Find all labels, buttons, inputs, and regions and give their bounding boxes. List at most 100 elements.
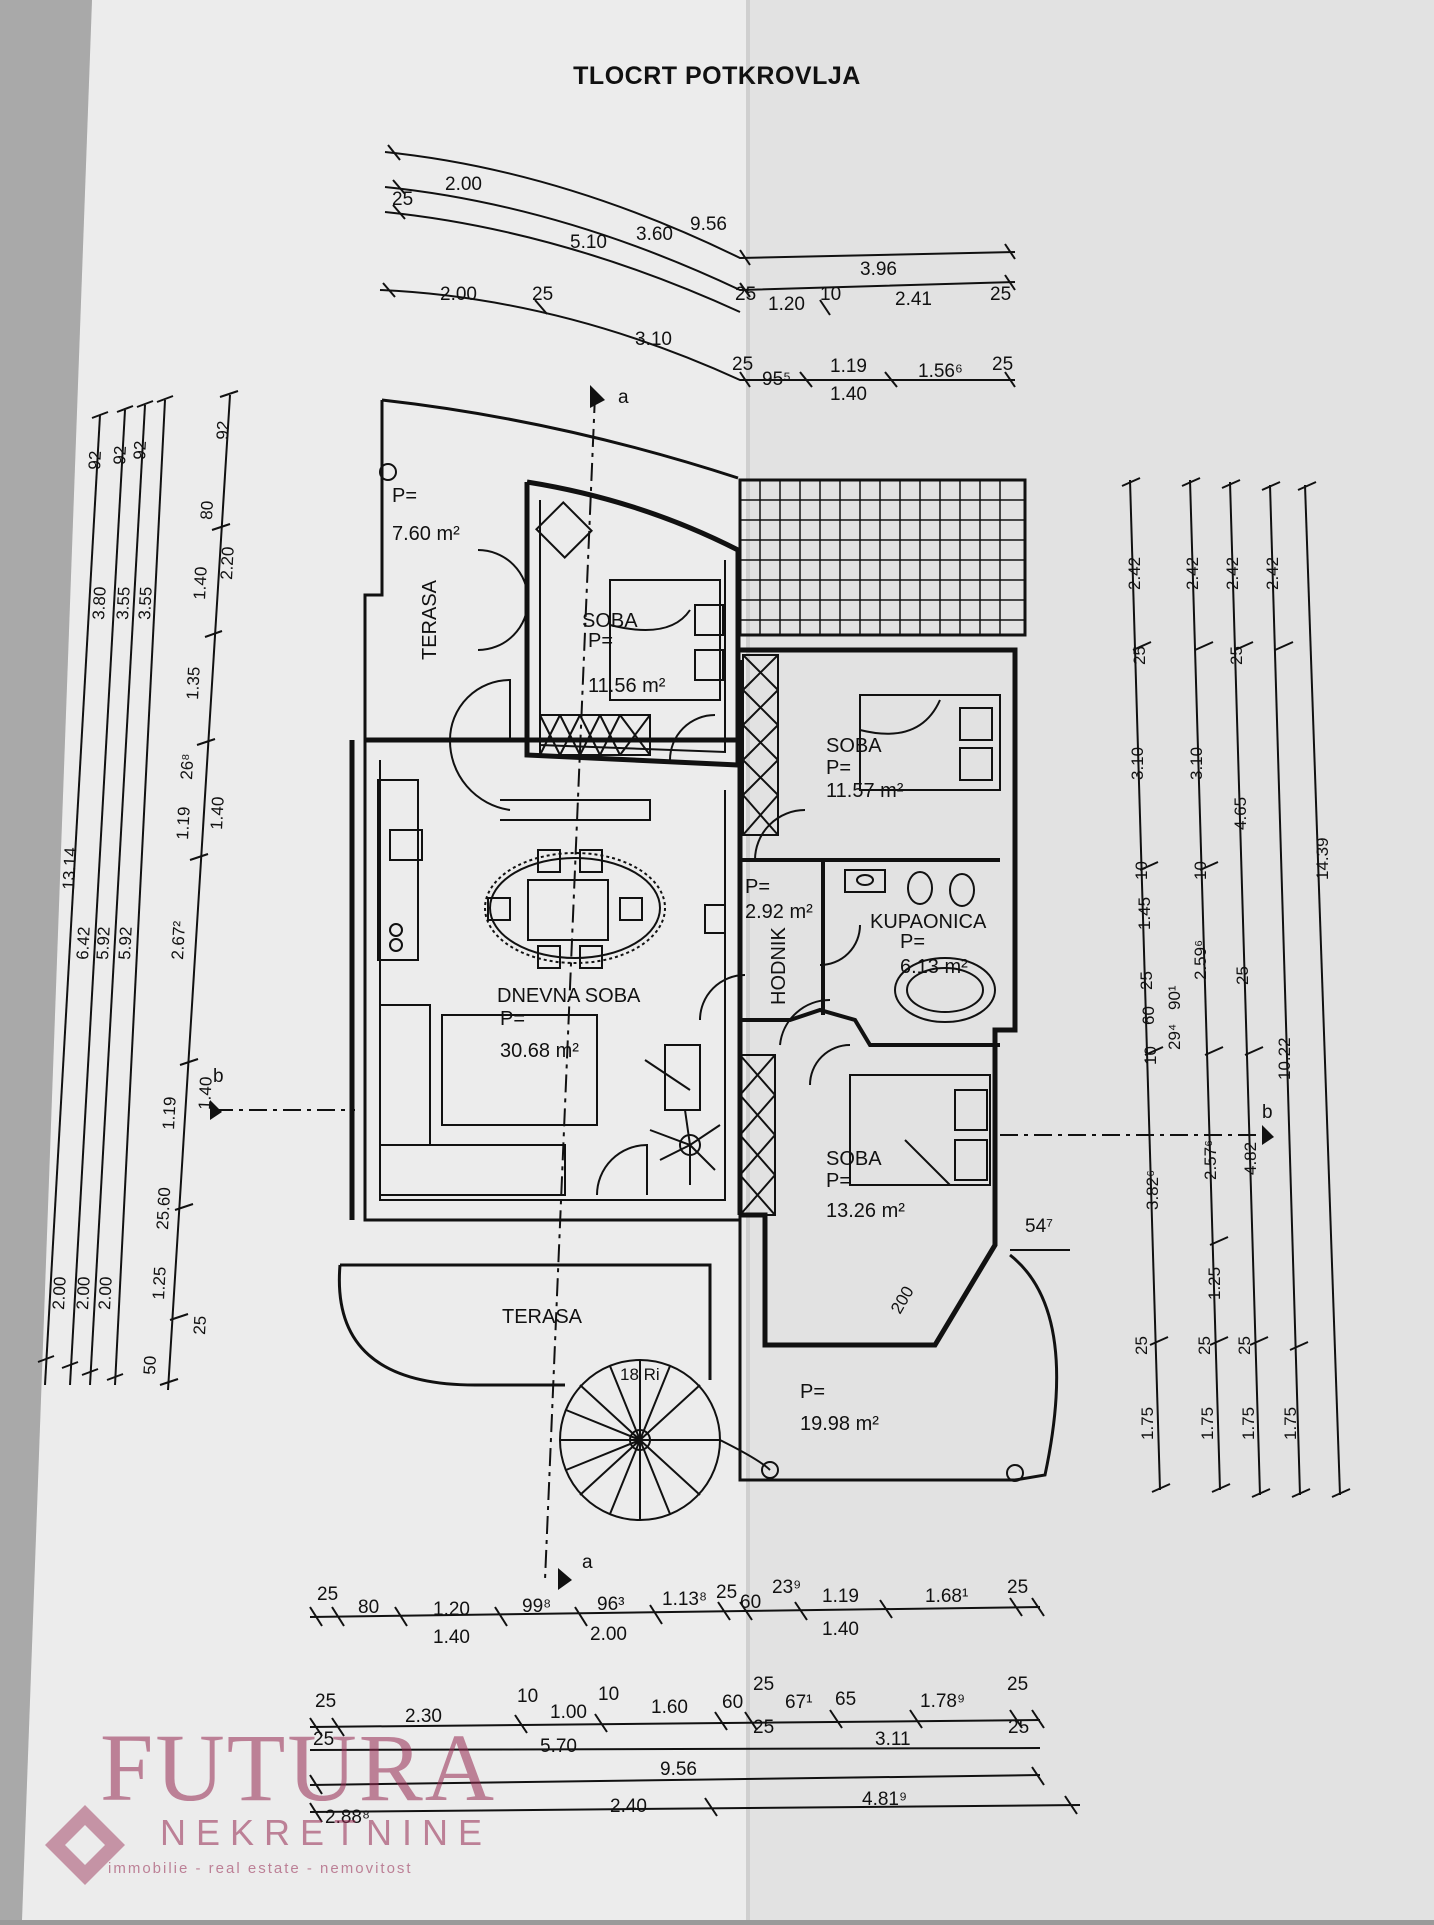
dim-top-17: 1.19 — [830, 356, 867, 377]
dim-bot-13: 1.40 — [433, 1627, 470, 1648]
dim-bot-20: 10 — [598, 1684, 619, 1705]
dim-left-c3-4: 2.00 — [95, 1276, 116, 1310]
dim-top-9: 25 — [735, 284, 756, 305]
soba2-p: P= — [826, 757, 851, 779]
soba2-label: SOBA — [826, 735, 882, 757]
dim-right-c1-4: 10 — [1132, 861, 1151, 880]
dim-bot-16: 25 — [315, 1691, 336, 1712]
dim-left-c2-2: 3.55 — [113, 586, 134, 620]
terasa-bottom-label: TERASA — [502, 1306, 583, 1328]
dim-top-18: 1.56⁶ — [918, 361, 963, 382]
dim-right-c3-1: 2.42 — [1223, 557, 1242, 590]
dim-top-12: 2.41 — [895, 289, 932, 310]
dim-bot-4: 99⁸ — [522, 1596, 551, 1617]
beds — [609, 579, 1001, 1186]
dim-top-16: 95⁵ — [762, 369, 791, 390]
living-furniture — [377, 779, 726, 1196]
dim-right-c4-3: 14.39 — [1313, 837, 1332, 880]
spiral-stairs — [379, 463, 1024, 1521]
dim-right-c1-5: 1.45 — [1135, 897, 1154, 930]
dim-left-c4-14: 50 — [140, 1355, 160, 1375]
dim-top-7: 2.00 — [440, 284, 477, 305]
dim-right-c1-6: 25 — [1137, 971, 1156, 990]
dim-bot-5: 96³ — [597, 1594, 624, 1615]
hodnik-p: P= — [745, 876, 770, 898]
dim-right-c5-1: 54⁷ — [1025, 1216, 1053, 1237]
dim-bot-2: 80 — [358, 1597, 379, 1618]
dim-left-c1-4: 13.14 — [59, 847, 80, 890]
dim-top-3: 3.60 — [636, 224, 673, 245]
dim-top-2: 25 — [392, 189, 413, 210]
dim-left-c1-2: 3.80 — [89, 586, 110, 620]
dim-top-19: 25 — [992, 354, 1013, 375]
doors — [448, 549, 861, 1196]
dim-right-c2-6: 1.25 — [1205, 1267, 1224, 1300]
dim-left-c1-5: 2.00 — [49, 1276, 70, 1310]
dim-top-13: 25 — [990, 284, 1011, 305]
dim-right-c2-2: 3.10 — [1187, 747, 1206, 780]
dim-bot-27: 25 — [1007, 1674, 1028, 1695]
dim-bot-24: 67¹ — [785, 1692, 812, 1713]
dim-left-c1-1: 92 — [85, 450, 105, 470]
dim-right-c4-4: 1.75 — [1281, 1407, 1300, 1440]
dim-bot-6: 1.13⁸ — [662, 1589, 707, 1610]
roof-tiles — [740, 480, 1025, 635]
dim-left-c4-8: 1.19 — [173, 806, 194, 840]
bathroom-fixtures — [844, 869, 996, 1023]
kupaonica-label: KUPAONICA — [870, 911, 987, 933]
logo-diamond-icon — [45, 1805, 125, 1885]
dim-bot-19: 1.00 — [550, 1702, 587, 1723]
terasa-top-p: P= — [392, 485, 417, 507]
dim-right-c4-2: 10.22 — [1275, 1037, 1294, 1080]
dim-top-6: 3.96 — [860, 259, 897, 280]
dim-bot-26: 1.78⁹ — [920, 1691, 965, 1712]
dim-top-15: 25 — [732, 354, 753, 375]
dim-right-c2-3: 10 — [1191, 861, 1210, 880]
dim-left-c4b-1: 2.20 — [217, 546, 238, 580]
watermark-sub: NEKRETNINE — [160, 1812, 493, 1853]
section-a-top: a — [618, 387, 629, 408]
dim-bot-30: 25 — [753, 1717, 774, 1738]
dim-left-c4-10: 1.19 — [159, 1096, 180, 1130]
dim-right-c1-1: 2.42 — [1125, 557, 1144, 590]
dim-top-1: 2.00 — [445, 174, 482, 195]
dim-right-c3-5: 4.82 — [1241, 1142, 1260, 1175]
dim-bot-9: 23⁹ — [772, 1577, 801, 1598]
dim-right-c3-6: 25 — [1235, 1336, 1254, 1355]
section-b-right: b — [1262, 1102, 1273, 1123]
dim-top-11: 10 — [820, 284, 841, 305]
dim-left-c4-12: 1.25 — [149, 1266, 170, 1300]
dim-bot-3: 1.20 — [433, 1599, 470, 1620]
hodnik-area: 2.92 m² — [745, 901, 813, 923]
dim-left-c4-13: 25 — [190, 1315, 210, 1335]
dim-right-c1-3: 3.10 — [1128, 747, 1147, 780]
dim-right-c3-2: 25 — [1227, 646, 1246, 665]
dim-top-5: 5.10 — [570, 232, 607, 253]
dim-right-c1-9: 3.82⁶ — [1143, 1170, 1162, 1210]
dim-left-c4-7: 26⁸ — [177, 753, 197, 780]
dim-bot-1: 25 — [317, 1584, 338, 1605]
soba1-label: SOBA — [582, 610, 638, 632]
dim-right-c3-4: 25 — [1233, 966, 1252, 985]
dim-right-c2-5: 2.57⁶ — [1201, 1140, 1220, 1180]
dim-bot-8: 60 — [740, 1592, 761, 1613]
dim-right-c2b-2: 90¹ — [1165, 985, 1184, 1010]
dim-bot-34: 2.88⁸ — [325, 1807, 370, 1828]
watermark-logo: FUTURA NEKRETNINE immobilie - real estat… — [40, 1720, 520, 1890]
page-title: TLOCRT POTKROVLJA — [573, 62, 861, 90]
dim-bot-25: 65 — [835, 1689, 856, 1710]
dim-left-c4-9: 2.67² — [168, 920, 189, 960]
dim-bot-33: 9.56 — [660, 1759, 697, 1780]
soba1-p: P= — [588, 630, 613, 652]
dim-right-c2-7: 25 — [1195, 1336, 1214, 1355]
terasa-bottom-area: 19.98 m² — [800, 1413, 879, 1435]
dim-right-c2-1: 2.42 — [1183, 557, 1202, 590]
terasa-bottom-p: P= — [800, 1381, 825, 1403]
dim-bot-22: 60 — [722, 1692, 743, 1713]
terasa-top-area: 7.60 m² — [392, 523, 460, 545]
dim-bot-21: 1.60 — [651, 1697, 688, 1718]
dim-right-c3-7: 1.75 — [1239, 1407, 1258, 1440]
dim-top-4: 9.56 — [690, 214, 727, 235]
section-lines — [215, 394, 1260, 1581]
